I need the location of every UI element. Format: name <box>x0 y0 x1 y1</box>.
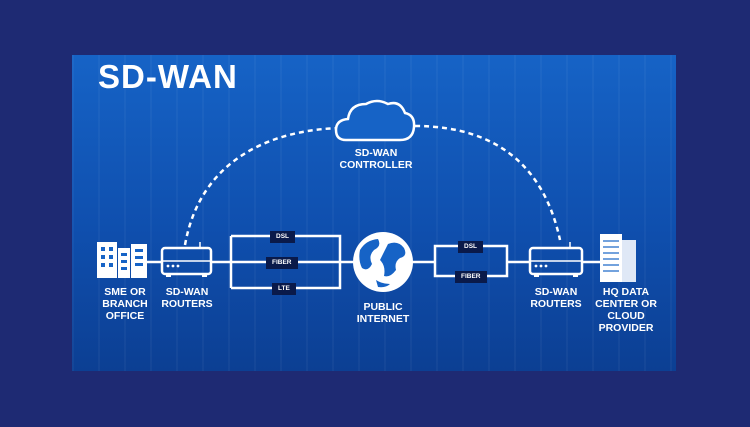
cloud-icon <box>334 99 416 142</box>
left-link-dsl: DSL <box>270 231 295 243</box>
router-left-label: SD-WAN ROUTERS <box>161 286 213 310</box>
globe-icon <box>353 232 413 292</box>
router-right-icon <box>528 242 584 277</box>
hq-data-center-label: HQ DATA CENTER OR CLOUD PROVIDER <box>595 286 657 334</box>
right-link-bundle <box>433 244 509 278</box>
controller-label: SD-WAN CONTROLLER <box>339 147 413 171</box>
dashed-link-right <box>414 124 562 241</box>
server-icon <box>600 234 636 282</box>
dashed-link-left <box>183 126 341 246</box>
router-right-label: SD-WAN ROUTERS <box>530 286 582 310</box>
public-internet-label: PUBLIC INTERNET <box>356 301 410 325</box>
left-link-lte: LTE <box>272 283 296 295</box>
building-icon <box>97 242 147 278</box>
right-link-fiber: FIBER <box>455 271 487 283</box>
right-link-dsl: DSL <box>458 241 483 253</box>
router-left-icon <box>160 242 213 277</box>
branch-office-label: SME OR BRANCH OFFICE <box>102 286 148 322</box>
left-link-fiber: FIBER <box>266 257 298 269</box>
diagram-title: SD-WAN <box>98 58 238 95</box>
